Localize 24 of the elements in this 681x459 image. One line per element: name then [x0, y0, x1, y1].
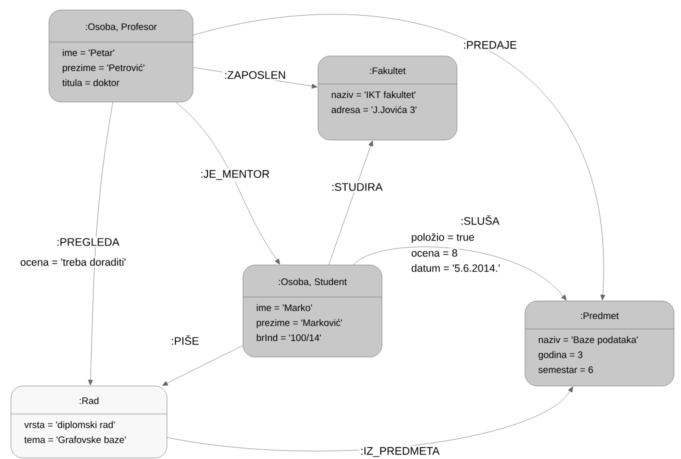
attribute-label: položio = true [410, 232, 476, 244]
object-box: :Rad vrsta = 'diplomski rad' tema = 'Grafovske baze' [10, 386, 168, 458]
arrow [162, 345, 243, 386]
edge-label: :PREGLEDA [55, 236, 121, 248]
edge-label: :STUDIRA [330, 182, 384, 192]
arrow [176, 102, 280, 265]
edge-label: :JE_MENTOR [198, 168, 272, 182]
attribute-label: ocena = 8 [410, 248, 459, 258]
edge-label: :PREDAJE [462, 40, 518, 50]
object-box: :Fakultet naziv = 'IKT fakultet' adresa = 'J.Jovića 3' [318, 56, 458, 140]
edge-label: :ZAPOSLEN [222, 70, 288, 80]
arrow [353, 246, 567, 301]
attribute-label: ocena = 'treba doraditi' [19, 257, 128, 267]
arrow [88, 102, 114, 386]
object-box: :Osoba, Profesor ime = 'Petar' prezime = 'Petrović' titula = doktor [48, 10, 194, 102]
edge-label: :IZ_PREDMETA [358, 446, 442, 458]
edge-label: :SLUŠA [458, 214, 502, 226]
object-box: :Predmet naziv = 'Baze podataka' godina = 3 semestar = 6 [524, 300, 674, 386]
object-box: :Osoba, Student ime = 'Marko' prezime = 'Marković' brInd = '100/14' [242, 264, 382, 358]
edge-label: :PIŠE [169, 334, 201, 346]
arrow [328, 140, 374, 265]
arrow [167, 386, 574, 452]
arrow [193, 14, 606, 300]
attribute-label: datum = '5.6.2014.' [410, 263, 502, 273]
